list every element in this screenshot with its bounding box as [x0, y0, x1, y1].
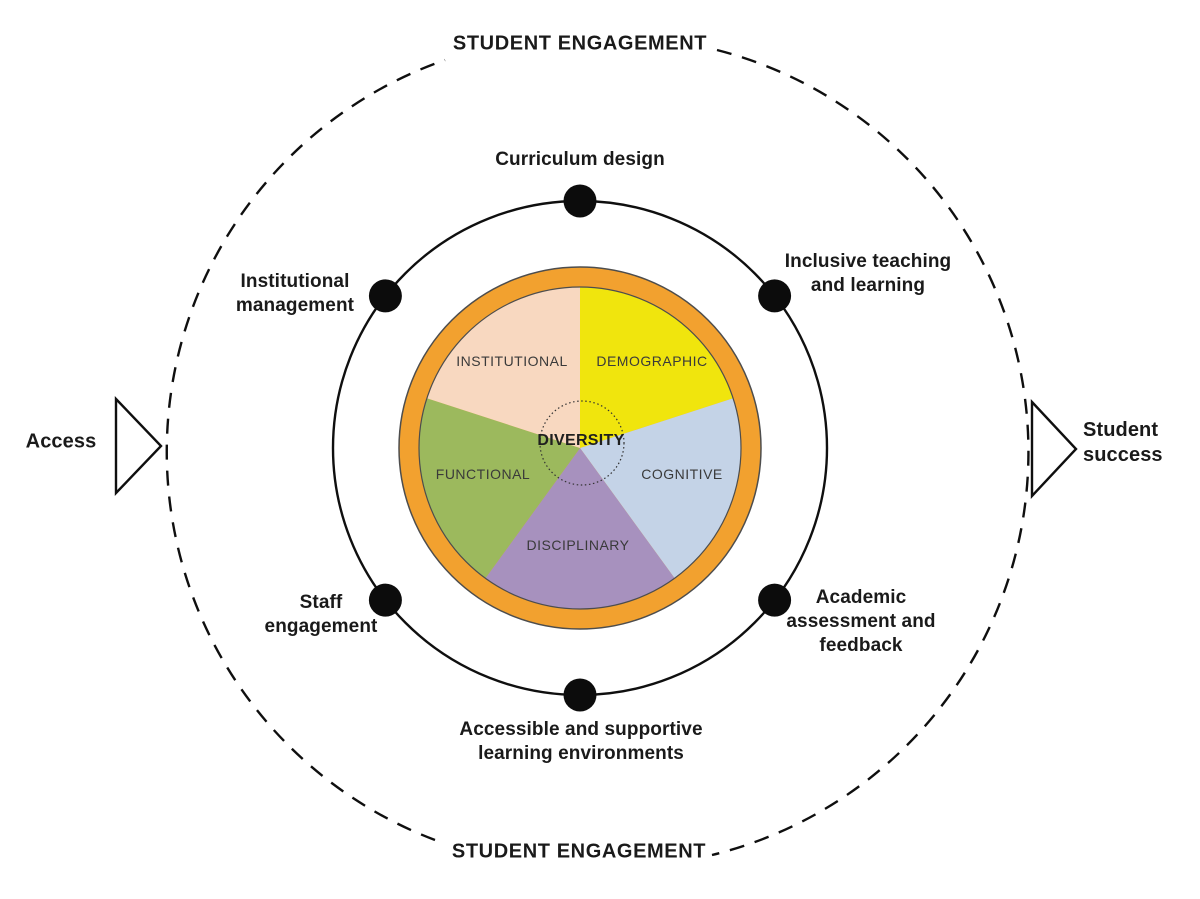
pie-segment-disciplinary — [485, 448, 675, 609]
pie-outline-circle — [418, 286, 742, 610]
student-success-arrow-icon — [1030, 398, 1078, 500]
student-success-label: Student success — [1083, 418, 1163, 466]
diversity-center-label: DIVERSITY — [537, 431, 625, 449]
orbit-label-institutional-management: Institutional management — [235, 271, 355, 316]
pie-segment-institutional — [426, 287, 580, 448]
orbit-label-staff-engagement: Staff engagement — [264, 592, 378, 637]
orbit-label-academic-assessment: Academic assessment and feedback — [786, 587, 936, 656]
access-arrow-icon — [114, 396, 163, 496]
node-dot-academic-assessment — [758, 583, 792, 617]
segment-label-functional: FUNCTIONAL — [435, 466, 531, 483]
orbit-label-inclusive-teaching: Inclusive teaching and learning — [784, 251, 952, 296]
center-dotted-circle — [539, 400, 625, 486]
orbit-label-accessible-environments: Accessible and supportive learning envir… — [459, 719, 703, 764]
segment-label-demographic: DEMOGRAPHIC — [596, 353, 708, 370]
outer-dashed-arc-right — [711, 48, 1030, 857]
access-label: Access — [25, 430, 97, 453]
pie-segment-cognitive — [580, 398, 741, 579]
segment-label-cognitive: COGNITIVE — [641, 466, 723, 483]
student-engagement-title-bottom: STUDENT ENGAGEMENT — [451, 840, 707, 863]
student-engagement-title-top: STUDENT ENGAGEMENT — [452, 32, 708, 55]
node-dot-inclusive-teaching — [758, 279, 792, 313]
outer-dashed-arc-left — [165, 58, 446, 842]
pie-segment-demographic — [580, 287, 734, 448]
orbit-label-curriculum-design: Curriculum design — [495, 149, 665, 171]
segment-label-disciplinary: DISCIPLINARY — [526, 537, 630, 554]
node-dot-accessible-environments — [563, 678, 597, 712]
node-dot-institutional-management — [368, 279, 402, 313]
segment-label-institutional: INSTITUTIONAL — [456, 353, 568, 370]
node-dot-staff-engagement — [368, 583, 402, 617]
node-dot-curriculum-design — [563, 184, 597, 218]
